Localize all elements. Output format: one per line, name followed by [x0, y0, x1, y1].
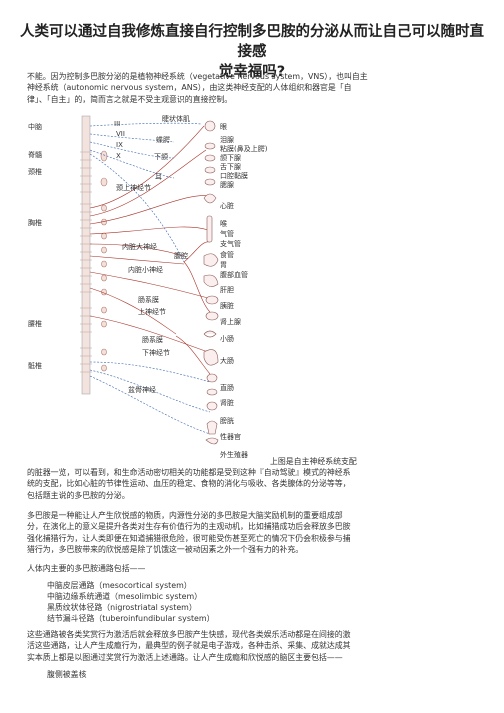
ganglion-superior: 上神经节 — [138, 307, 166, 316]
organ-bronchi: 支气管 — [220, 239, 241, 248]
ganglion-ciliary: 睫状体肌 — [162, 114, 190, 123]
organ-lacrimal: 泪腺 — [220, 135, 234, 144]
spine-label-thoracic: 胸椎 — [28, 218, 42, 227]
spine-label-cervical: 颈椎 — [28, 167, 42, 176]
organ-shapes — [203, 120, 219, 445]
pathway-item: 黑质纹状体径路（nigrostriatal system） — [47, 603, 197, 612]
paragraph-dopamine: 多巴胺是一种能让人产生欣悦感的物质，内源性分泌的多巴胺是大脑奖励机制的重要组成部… — [27, 511, 351, 554]
sympathetic-fibers — [89, 125, 211, 375]
spine-region-labels: 中脑 脊髓 颈椎 胸椎 腰椎 骶椎 — [28, 122, 42, 370]
article-title: 人类可以通过自我修炼直接自行控制多巴胺的分泌从而让自己可以随时直接感 觉幸福吗? — [14, 22, 490, 82]
sympathetic-chain — [100, 150, 108, 372]
nerve-pelvic: 盆骨神经 — [128, 385, 156, 394]
pathway-item: 结节漏斗径路（tuberoinfundibular system） — [47, 614, 215, 623]
cranial-nerve-X: X — [116, 152, 121, 160]
organ-parotid: 腮腺 — [220, 180, 234, 189]
organ-eye: 眼 — [220, 123, 227, 131]
organ-kidney: 肾脏 — [220, 398, 234, 407]
ganglion-otic: 耳 — [155, 173, 162, 181]
spine-label-midbrain: 中脑 — [28, 122, 42, 131]
paragraph-organ-list: 的脏器一览，可以看到，和生命活动密切相关的功能都是受到这种『自动驾驶』模式的神经… — [27, 468, 351, 500]
title-line-2: 觉幸福吗? — [218, 64, 286, 80]
spine-label-sacral: 骶椎 — [28, 361, 42, 370]
organ-larynx: 喉 — [220, 219, 227, 228]
cranial-nerve-III: III — [114, 120, 120, 128]
intro-paragraph: 不能。因为控制多巴胺分泌的是植物神经系统（vegetative nervous … — [27, 72, 368, 104]
figure-caption: 上图是自主神经系统支配 — [270, 457, 357, 466]
ganglion-mesenteric-b: 肠系膜 — [142, 335, 163, 344]
nerve-greater-splanchnic: 内脏大神经 — [122, 242, 157, 251]
paragraph-reward-pathways: 这些通路被各类奖赏行为激活后就会释放多巴胺产生快感，现代各类娱乐活动都是在间接的… — [27, 630, 351, 662]
organ-heart: 心脏 — [220, 201, 234, 210]
title-line-1: 人类可以通过自我修炼直接自行控制多巴胺的分泌从而让自己可以随时直接感 — [20, 24, 484, 60]
ganglion-superior-cervical: 颈上神经节 — [116, 183, 151, 192]
parasympathetic-fibers — [89, 122, 211, 435]
cranial-nerve-VII: VII — [116, 130, 125, 138]
organ-adrenal: 肾上腺 — [220, 317, 241, 326]
ganglion-labels: 睫状体肌 蝶腭 下颌 耳 颈上神经节 内脏大神经 腹腔 内脏小神经 肠系膜 上神… — [116, 114, 190, 394]
organ-mucosa: 粘膜(鼻及上腭) — [220, 144, 268, 153]
pathway-item: 中脑边缘系统通道（mesolimbic system） — [47, 592, 203, 601]
organ-bladder: 膀胱 — [220, 416, 234, 425]
organ-abdominal-vessels: 腹部血管 — [220, 270, 248, 279]
organ-large-intestine: 大肠 — [220, 356, 234, 365]
pathways-intro: 人体内主要的多巴胺通路包括—— — [27, 564, 146, 573]
pathway-item: 中脑皮层通路（mesocortical system） — [47, 581, 192, 590]
organ-submandibular: 颌下腺 — [220, 153, 241, 162]
organ-small-intestine: 小肠 — [220, 334, 234, 343]
organ-rectum: 直肠 — [220, 383, 234, 392]
organ-trachea: 气管 — [220, 229, 234, 238]
organ-external-genitalia: 外生殖器 — [220, 450, 248, 459]
organ-esophagus: 食管 — [220, 250, 234, 259]
autonomic-nervous-system-diagram: 中脑 脊髓 颈椎 胸椎 腰椎 骶椎 — [28, 114, 268, 459]
ganglion-submandibular: 下颌 — [154, 152, 168, 161]
ganglion-mesenteric-a: 肠系膜 — [138, 295, 159, 304]
spine-label-medulla: 脊髓 — [28, 150, 42, 159]
organ-pancreas: 胰脏 — [220, 301, 234, 310]
cranial-nerve-IX: IX — [116, 141, 123, 149]
spine-label-lumbar: 腰椎 — [28, 319, 42, 328]
organ-genitals: 性器官 — [220, 432, 241, 441]
brain-area-item: 腹侧被盖核 — [47, 670, 87, 679]
ganglion-pterygopalatine: 蝶腭 — [156, 135, 170, 144]
spinal-cord — [80, 115, 92, 395]
organ-stomach: 胃 — [220, 261, 227, 269]
ganglion-inferior: 下神经节 — [142, 348, 170, 357]
organ-oral-mucosa: 口腔黏膜 — [220, 171, 248, 180]
ganglion-celiac: 腹腔 — [174, 251, 188, 260]
organ-liver: 肝胆 — [220, 286, 234, 294]
cranial-nerve-labels: III VII IX X — [114, 120, 125, 160]
nerve-lesser-splanchnic: 内脏小神经 — [128, 265, 163, 274]
organ-labels: 眼 泪腺 粘膜(鼻及上腭) 颌下腺 舌下腺 口腔黏膜 腮腺 心脏 喉 气管 支气… — [220, 123, 268, 459]
organ-sublingual: 舌下腺 — [220, 162, 241, 171]
